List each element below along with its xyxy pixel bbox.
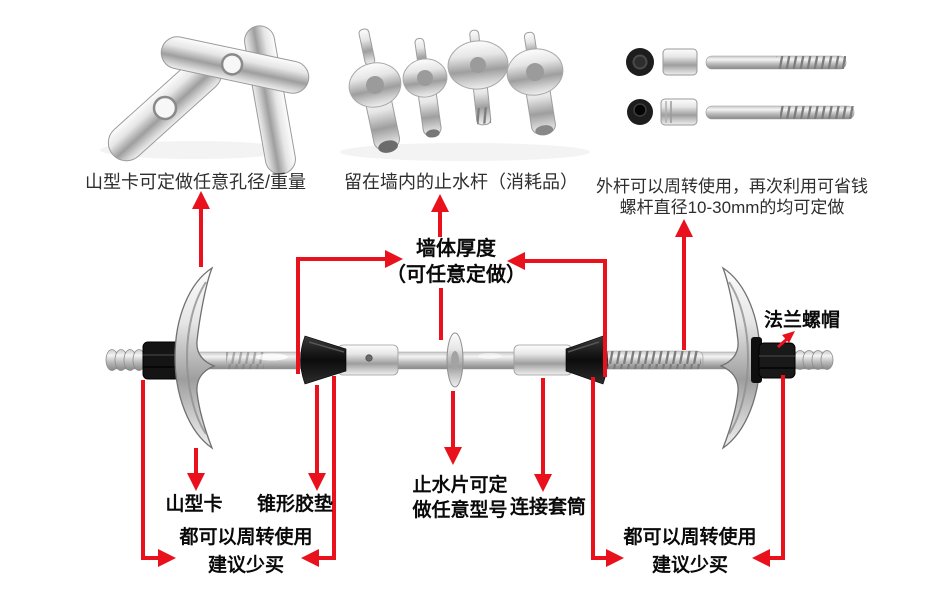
label-wall-thickness-line1: 墙体厚度: [416, 238, 496, 260]
arrow-to-clamp-caption: [192, 191, 210, 267]
connecting-sleeve-right: [513, 344, 573, 376]
reuse-left-bracket-left: [141, 380, 176, 567]
label-waterstop-piece-line1: 止水片可定: [412, 475, 508, 496]
photo-mountain-clamps: [100, 25, 310, 175]
label-reuse-right-line1: 都可以周转使用: [623, 527, 757, 548]
photo-outer-rod-parts: [626, 48, 855, 126]
label-waterstop-piece: 止水片可定 做任意型号: [412, 473, 507, 523]
label-sleeve: 连接套筒: [509, 497, 587, 518]
arrow-to-outer-rod-caption: [675, 219, 693, 350]
cone-pad-left: [300, 335, 347, 385]
reuse-left-bracket-right: [301, 376, 336, 567]
photo-waterstop-rods: [340, 28, 590, 161]
label-cone-pad: 锥形胶垫: [256, 494, 334, 515]
arrow-to-mountain-clamp-label: [187, 448, 205, 491]
label-wall-thickness-line2: （可任意定做）: [386, 264, 526, 286]
arrow-to-waterstop-caption: [431, 194, 449, 340]
waterstop-rod-1: [348, 28, 402, 153]
arrow-to-flange-nut-label: [777, 331, 795, 349]
arrow-to-cone-pad-label: [308, 385, 326, 491]
mountain-clamp-left: [174, 266, 216, 450]
waterstop-rod-3: [447, 29, 509, 126]
cone-pad-right: [565, 335, 608, 385]
reuse-right-bracket-right: [752, 375, 785, 567]
caption-outer-rod-line2: 螺杆直径10-30mm的均可定做: [619, 198, 845, 217]
label-reuse-left: 都可以周转使用 建议少买: [179, 524, 312, 580]
arrow-to-waterstop-piece-label: [444, 391, 462, 465]
flange-nut: [751, 337, 796, 383]
caption-outer-rod-line1: 外杆可以周转使用，再次利用可省钱: [596, 177, 868, 196]
label-flange-nut: 法兰螺帽: [764, 310, 841, 331]
caption-clamps: 山型卡可定做任意孔径/重量: [85, 172, 306, 192]
wall-thickness-bracket-left: [296, 250, 403, 374]
reuse-right-bracket-left: [591, 377, 624, 567]
caption-outer-rod: 外杆可以周转使用，再次利用可省钱 螺杆直径10-30mm的均可定做: [596, 176, 868, 218]
waterstop-rod-2: [402, 37, 448, 138]
waterstop-rod-4: [506, 31, 564, 136]
caption-waterstop: 留在墙内的止水杆（消耗品）: [344, 172, 578, 192]
annotation-arrows: [141, 191, 795, 567]
label-wall-thickness: 墙体厚度 （可任意定做）: [386, 236, 526, 288]
label-waterstop-piece-line2: 做任意型号: [412, 500, 508, 521]
assembled-tie-rod: [105, 266, 834, 450]
label-mountain-clamp: 山型卡: [165, 494, 223, 515]
label-reuse-left-line2: 建议少买: [207, 555, 285, 576]
outer-rod-row-2: [627, 98, 855, 126]
label-reuse-right-line2: 建议少买: [651, 555, 729, 576]
wall-thickness-bracket-right: [507, 252, 607, 377]
outer-rod-row-1: [626, 48, 847, 76]
arrow-to-sleeve-label: [534, 378, 552, 492]
label-reuse-left-line1: 都可以周转使用: [179, 527, 313, 548]
label-reuse-right: 都可以周转使用 建议少买: [623, 524, 756, 580]
